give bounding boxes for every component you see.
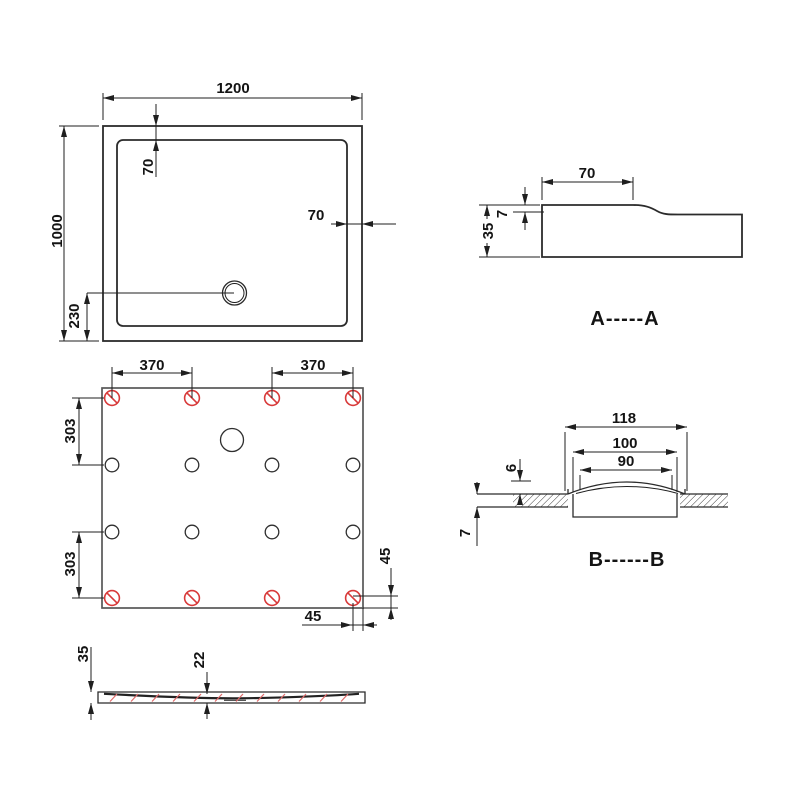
- crossed-hole: [263, 589, 281, 607]
- dim-height-1000: 1000: [49, 125, 99, 342]
- dim-inset-top-70: 70: [140, 104, 159, 177]
- dim-row-gap-lower-303: 303: [62, 531, 104, 599]
- dim-label-rim-width: 70: [579, 165, 596, 182]
- dim-label-edge-vertical: 45: [377, 548, 394, 565]
- plain-holes: [104, 457, 361, 540]
- dim-label-base-thickness: 7: [457, 529, 474, 537]
- section-b-caption: B------B: [589, 549, 666, 571]
- dim-label-spacing-left: 370: [139, 357, 164, 374]
- dim-rim-step-7: 7: [494, 187, 544, 230]
- underside-outline: [101, 387, 364, 609]
- slab-hatch-left: [513, 494, 568, 507]
- dim-label-spacing-right: 370: [300, 357, 325, 374]
- hole: [345, 524, 361, 540]
- dim-edge-horizontal-45: 45: [302, 603, 377, 631]
- hole: [345, 457, 361, 473]
- profile-top-surface: [103, 692, 360, 700]
- dim-row-gap-upper-303: 303: [62, 397, 104, 466]
- dim-profile-height-35: 35: [75, 646, 94, 720]
- dim-label-section-a-height: 35: [480, 223, 497, 240]
- dim-edge-vertical-45: 45: [353, 548, 398, 620]
- dim-spacing-left-370: 370: [111, 357, 193, 398]
- dim-label-plan-width: 1200: [216, 80, 249, 97]
- tray-outer-outline: [102, 125, 363, 342]
- dim-drain-230: 230: [66, 292, 234, 341]
- drain-body-box: [572, 494, 678, 518]
- hole: [184, 524, 200, 540]
- dim-label-inset-top: 70: [140, 159, 157, 176]
- dim-label-row-gap-upper: 303: [62, 418, 79, 443]
- hole: [104, 524, 120, 540]
- dim-profile-depth-22: 22: [191, 652, 210, 719]
- dim-label-rim-step: 7: [494, 210, 511, 218]
- dim-width-1200: 1200: [102, 80, 363, 120]
- hole: [264, 524, 280, 540]
- section-b-view: 118 100 90 6 7 B------B: [457, 410, 728, 571]
- hole: [184, 457, 200, 473]
- hole: [264, 457, 280, 473]
- side-profile-view: 35 22: [75, 646, 366, 720]
- dim-label-row-gap-lower: 303: [62, 551, 79, 576]
- drain-cap-inner-arc: [575, 486, 679, 494]
- dim-opening-90: 90: [579, 453, 673, 490]
- underside-view: 370 370 303 303 45 45: [62, 357, 398, 631]
- dim-label-profile-depth: 22: [191, 652, 208, 669]
- plan-view: 1200 1000 70 70 230: [49, 80, 396, 342]
- section-a-caption: A-----A: [590, 308, 659, 330]
- profile-outline: [97, 691, 366, 704]
- section-a-view: 70 7 35 A-----A: [479, 165, 743, 330]
- dim-inset-right-70: 70: [308, 207, 396, 227]
- dim-label-opening-width: 90: [618, 453, 635, 470]
- dim-label-profile-height: 35: [75, 646, 92, 663]
- dim-cap-height-6: 6: [503, 459, 531, 505]
- dim-label-recess-width: 118: [612, 410, 636, 427]
- dim-body-100: 100: [572, 435, 678, 492]
- crossed-hole: [183, 589, 201, 607]
- profile-hatching: [109, 693, 349, 702]
- dim-rim-width-70: 70: [541, 165, 634, 200]
- drain-hole: [219, 427, 245, 453]
- dim-label-inset-right: 70: [308, 207, 325, 224]
- dim-label-drain-offset: 230: [66, 303, 83, 328]
- dim-spacing-right-370: 370: [271, 357, 354, 398]
- dim-recess-118: 118: [564, 410, 688, 491]
- slab-hatch-right: [680, 494, 728, 507]
- dim-label-edge-horizontal: 45: [305, 608, 322, 625]
- hole-cross-strokes: [106, 392, 359, 604]
- dim-label-cap-height: 6: [503, 464, 520, 472]
- hole: [104, 457, 120, 473]
- crossed-hole: [103, 589, 121, 607]
- dim-base-thickness-7: 7: [457, 482, 480, 546]
- tray-inner-outline: [116, 139, 348, 327]
- crossed-fixing-holes: [103, 389, 362, 607]
- dim-section-a-height-35: 35: [479, 204, 540, 258]
- dim-label-plan-height: 1000: [49, 214, 66, 247]
- dim-label-body-width: 100: [612, 435, 637, 452]
- section-a-profile: [541, 204, 743, 258]
- drain-cap-dome: [567, 481, 686, 495]
